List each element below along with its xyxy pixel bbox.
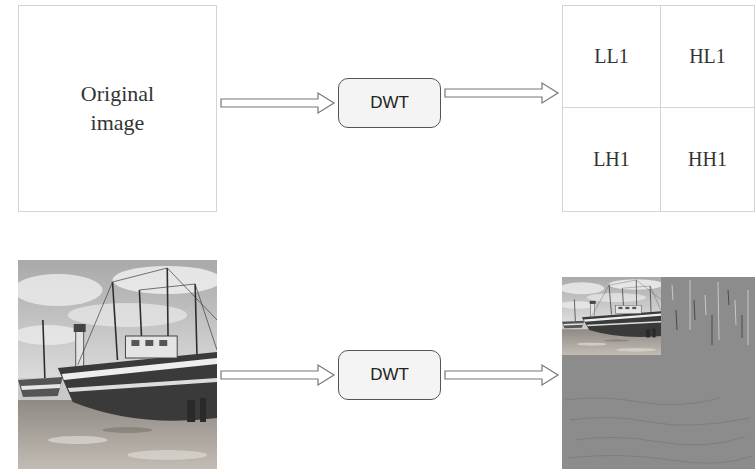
node-label: HL1 [689,45,726,68]
subband-cell: HL1 [660,5,755,108]
process-box: DWT [338,350,441,400]
node-label: LL1 [594,45,628,68]
hollow-arrow [221,365,558,385]
hollow-arrow [221,93,334,113]
hollow-arrow [445,83,558,103]
subband-cell: HH1 [660,107,755,212]
node-label: DWT [370,365,409,385]
node-label: DWT [370,93,409,113]
process-box: DWT [338,78,441,128]
hollow-arrow [445,365,558,385]
dwt-result-image [560,277,755,469]
boat-photo [13,260,222,469]
node-label: HH1 [688,148,727,171]
node-label: Original image [63,80,173,137]
hollow-arrow [221,365,334,385]
subband-cell: LH1 [562,107,661,212]
node-label: LH1 [593,148,630,171]
subband-cell: LL1 [562,5,661,108]
image-placeholder-box: Original image [18,5,217,212]
